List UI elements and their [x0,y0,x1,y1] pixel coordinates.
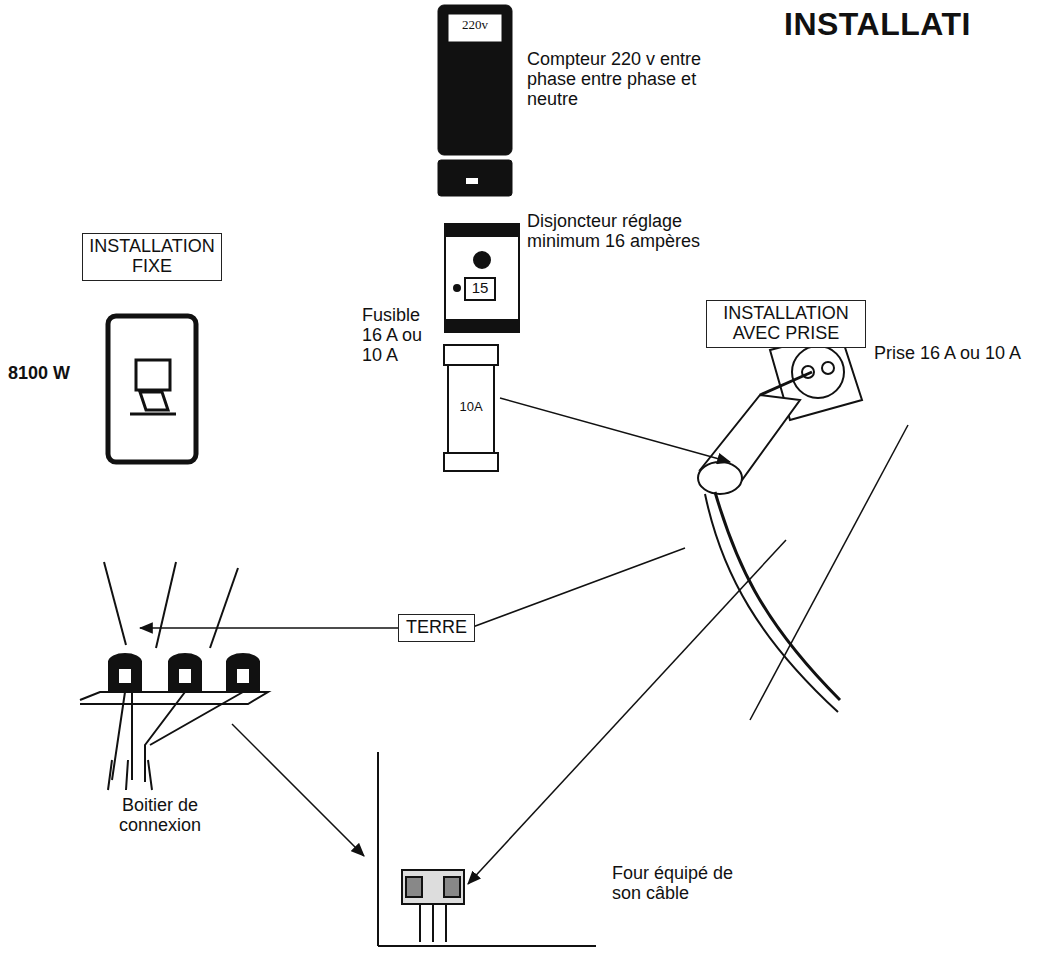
fuse [444,345,498,471]
meter-label: Compteur 220 v entre phase entre phase e… [527,50,732,109]
connection-box-label: Boitier de connexion [100,796,220,836]
connection-block [227,662,259,692]
meter [448,14,502,42]
fuse [444,345,498,365]
connection-block [112,692,243,782]
oven [378,945,596,947]
meter [438,5,512,196]
socket [698,332,908,720]
socket [760,372,812,395]
box-text: TERRE [405,618,468,638]
connection-block [210,568,238,648]
box-text: INSTALLATION AVEC PRISE [713,304,859,344]
socket [698,462,742,494]
socket [750,425,908,720]
oven-label: Four équipé de son câble [612,864,762,904]
meter [438,160,512,196]
connection-block [178,668,192,684]
oven [444,877,460,897]
fuse [448,365,494,453]
leader-arrow [468,540,786,884]
fuse [444,453,498,471]
meter-reading: 220v [448,18,502,32]
connection-block [236,668,250,684]
installation-box: INSTALLATION AVEC PRISE [706,300,866,348]
circuit-breaker [445,224,519,332]
meter [438,5,512,155]
connection-block [109,662,141,692]
leader-arrow [232,724,364,856]
connection-block [80,562,268,790]
connection-block [118,668,132,684]
circuit-breaker [445,224,519,236]
circuit-breaker [474,252,490,268]
title: INSTALLATI [784,6,971,43]
circuit-breaker [465,278,495,300]
oven [406,877,422,897]
oven [402,870,464,904]
oven-switch [136,360,170,390]
circuit-breaker [454,285,460,291]
earth-box: TERRE [398,614,475,642]
leader-arrow [500,398,730,462]
leader-arrow [470,548,685,628]
breaker-setting: 15 [466,280,494,297]
fuse-label: Fusible 16 A ou 10 A [362,306,442,365]
oven-switch [140,392,168,410]
oven [377,752,379,946]
fuse-rating: 10A [449,400,493,414]
oven-switch [108,316,196,462]
socket-label: Prise 16 A ou 10 A [874,344,1054,364]
leader-arrow [140,627,398,629]
circuit-breaker [445,320,519,332]
connection-block [108,760,152,790]
connection-block [104,562,126,645]
breaker-label: Disjoncteur réglage minimum 16 ampères [527,212,727,252]
installation-box: INSTALLATION FIXE [82,233,222,281]
meter [466,178,478,184]
oven-switch [108,316,196,462]
oven [420,904,446,942]
socket [822,362,834,374]
box-text: INSTALLATION FIXE [89,237,215,277]
circuit-breaker [445,224,519,332]
socket [792,346,844,398]
connection-block [169,662,201,692]
oven-switch [130,413,176,416]
leader-arrow [140,398,786,884]
connection-block [156,562,176,648]
power-rating: 8100 W [8,364,98,384]
